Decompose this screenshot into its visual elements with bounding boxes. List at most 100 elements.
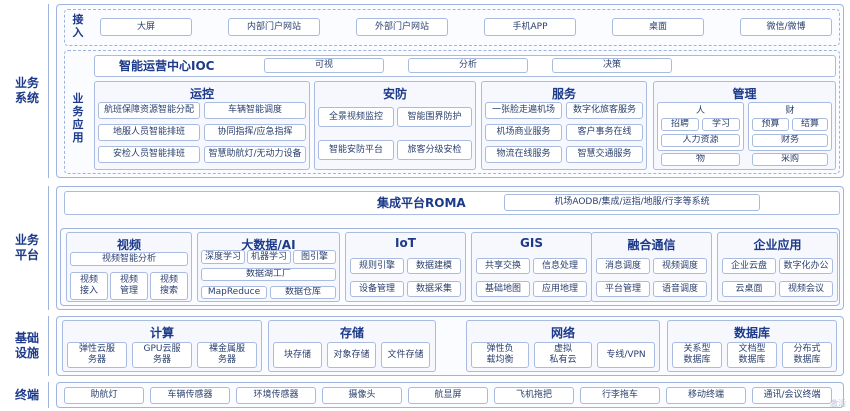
mgmt-finance-sub: 财务 xyxy=(752,134,828,147)
bigdata-title: 大数据/AI xyxy=(241,238,296,252)
terminal-item: 移动终端 xyxy=(666,387,746,404)
terminal-item: 摄像头 xyxy=(322,387,402,404)
video-item: 视频 搜索 xyxy=(150,272,188,300)
mgmt-finance-label: 财 xyxy=(785,106,795,116)
access-item: 微信/微博 xyxy=(740,18,832,36)
terminal-item: 环境传感器 xyxy=(236,387,316,404)
mgmt-finance-item: 结算 xyxy=(792,118,828,131)
terminal-item: 航显屏 xyxy=(408,387,488,404)
bigdata-lake: 数据湖工厂 xyxy=(201,268,336,281)
service-item: 物流在线服务 xyxy=(485,146,562,163)
service-item: 机场商业服务 xyxy=(485,124,562,141)
ops-item: 航班保障资源智能分配 xyxy=(98,102,200,119)
compute-title: 计算 xyxy=(149,326,174,340)
security-title: 安防 xyxy=(382,87,407,101)
mgmt-thing: 物 xyxy=(661,153,740,166)
gis-item: 共享交换 xyxy=(476,258,530,274)
database-title: 数据库 xyxy=(733,326,770,340)
comm-item: 视频调度 xyxy=(653,258,707,274)
enterprise-item: 云桌面 xyxy=(722,281,776,297)
compute-item: 裸金属服 务器 xyxy=(197,342,257,368)
service-title: 服务 xyxy=(551,87,576,101)
enterprise-item: 数字化办公 xyxy=(779,258,833,274)
access-item: 大屏 xyxy=(100,18,192,36)
mgmt-people-label: 人 xyxy=(695,106,705,116)
mgmt-title: 管理 xyxy=(732,87,757,101)
storage-item: 文件存储 xyxy=(381,342,430,368)
access-item: 桌面 xyxy=(612,18,704,36)
terminal-item: 车辆传感器 xyxy=(150,387,230,404)
layer-label-terminal: 终端 xyxy=(14,387,39,402)
access-item: 内部门户网站 xyxy=(228,18,320,36)
video-analysis: 视频智能分析 xyxy=(70,252,188,266)
security-item: 全景视频监控 xyxy=(318,107,394,127)
access-item: 手机APP xyxy=(484,18,576,36)
iot-item: 数据建模 xyxy=(407,258,461,274)
ops-item: 安检人员智能排班 xyxy=(98,146,200,163)
bigdata-item: 机器学习 xyxy=(247,250,291,264)
bigdata-item: 图引擎 xyxy=(293,250,336,264)
enterprise-item: 企业云盘 xyxy=(722,258,776,274)
network-item: 专线/VPN xyxy=(597,342,655,368)
comm-title: 融合通信 xyxy=(627,238,676,252)
mgmt-finance-item: 预算 xyxy=(752,118,789,131)
network-title: 网络 xyxy=(550,326,575,340)
database-item: 关系型 数据库 xyxy=(672,342,722,368)
iot-item: 设备管理 xyxy=(350,281,404,297)
enterprise-title: 企业应用 xyxy=(753,238,802,252)
layer-label-business: 业务 系统 xyxy=(14,76,39,105)
terminal-item: 助航灯 xyxy=(64,387,144,404)
security-item: 智能安防平台 xyxy=(318,140,394,160)
ioc-item: 分析 xyxy=(408,58,528,73)
service-item: 智慧交通服务 xyxy=(566,146,643,163)
comm-item: 语音调度 xyxy=(653,281,707,297)
security-item: 智能围界防护 xyxy=(397,107,472,127)
ops-item: 协同指挥/应急指挥 xyxy=(204,124,306,141)
ops-item: 智慧助航灯/无动力设备 xyxy=(204,146,306,163)
storage-title: 存储 xyxy=(339,326,364,340)
database-item: 分布式 数据库 xyxy=(782,342,832,368)
iot-item: 规则引擎 xyxy=(350,258,404,274)
layer-label-infra: 基础 设施 xyxy=(14,331,39,360)
ops-title: 运控 xyxy=(189,87,214,101)
mgmt-purchase: 采购 xyxy=(752,153,828,166)
compute-item: 弹性云服 务器 xyxy=(67,342,127,368)
mgmt-people-item: 招聘 xyxy=(661,118,699,131)
video-item: 视频 管理 xyxy=(110,272,148,300)
access-label: 接 入 xyxy=(72,13,84,39)
compute-item: GPU云服 务器 xyxy=(132,342,192,368)
enterprise-item: 视频会议 xyxy=(779,281,833,297)
gis-item: 信息处理 xyxy=(533,258,587,274)
ops-item: 地服人员智能排班 xyxy=(98,124,200,141)
roma-desc: 机场AODB/集成/运指/地服/行李等系统 xyxy=(504,194,760,211)
layer-label-platform: 业务 平台 xyxy=(14,233,39,262)
video-item: 视频 接入 xyxy=(70,272,108,300)
watermark: 激活 xyxy=(830,399,846,408)
terminal-item: 飞机拖把 xyxy=(494,387,574,404)
bigdata-bottom-item: 数据仓库 xyxy=(270,286,336,299)
storage-item: 对象存储 xyxy=(327,342,376,368)
network-item: 弹性负 载均衡 xyxy=(471,342,529,368)
iot-title: IoT xyxy=(395,236,416,250)
video-title: 视频 xyxy=(116,238,141,252)
gis-item: 基础地图 xyxy=(476,281,530,297)
access-item: 外部门户网站 xyxy=(356,18,448,36)
terminal-item: 通讯/会议终端 xyxy=(752,387,832,404)
mgmt-hr: 人力资源 xyxy=(661,134,740,147)
terminal-item: 行李拖车 xyxy=(580,387,660,404)
comm-item: 平台管理 xyxy=(596,281,650,297)
gis-title: GIS xyxy=(520,236,543,250)
bigdata-bottom-item: MapReduce xyxy=(201,286,267,299)
service-item: 数字化旅客服务 xyxy=(566,102,643,119)
comm-item: 消息调度 xyxy=(596,258,650,274)
network-item: 虚拟 私有云 xyxy=(534,342,592,368)
storage-item: 块存储 xyxy=(273,342,322,368)
iot-item: 数据采集 xyxy=(407,281,461,297)
access-panel xyxy=(64,9,840,46)
ops-item: 车辆智能调度 xyxy=(204,102,306,119)
ioc-item: 可视 xyxy=(264,58,384,73)
gis-item: 应用地理 xyxy=(533,281,587,297)
app-label: 业 务 应 用 xyxy=(72,92,84,144)
service-item: 一张脸走遍机场 xyxy=(485,102,562,119)
security-item: 旅客分级安检 xyxy=(397,140,472,160)
